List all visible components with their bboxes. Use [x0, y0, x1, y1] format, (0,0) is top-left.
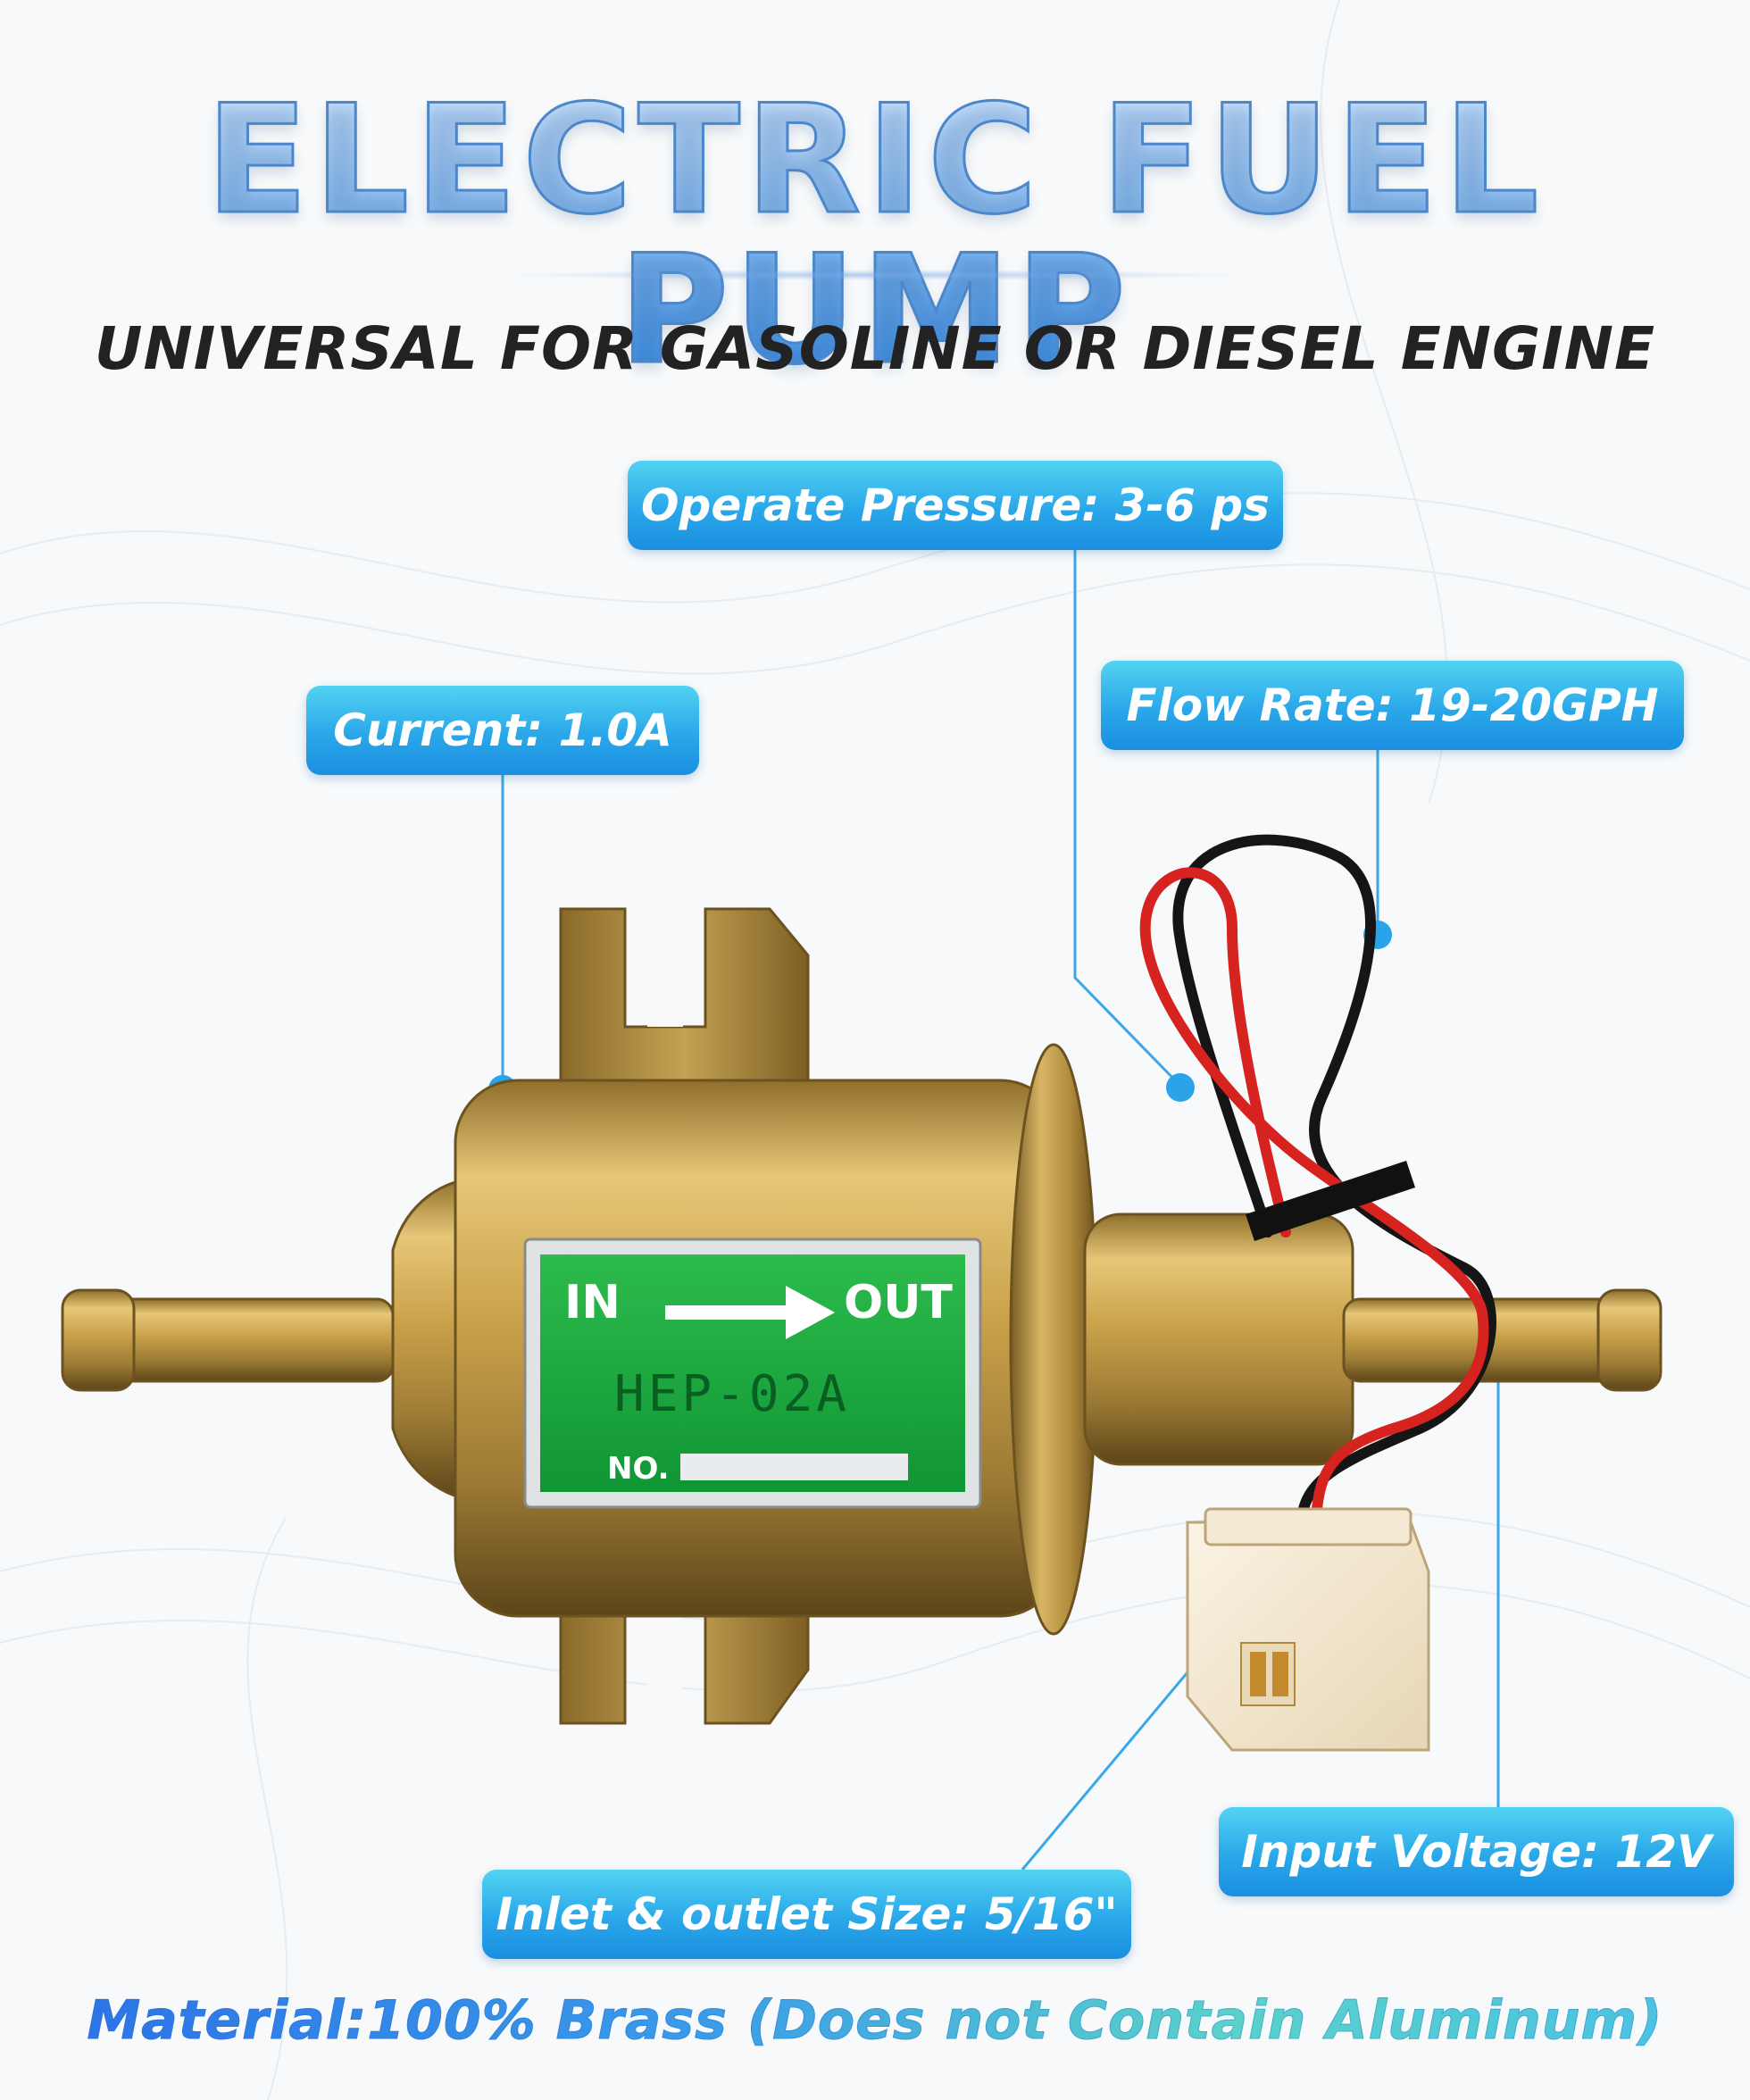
title-underline: [500, 270, 1250, 280]
label-model: HEP-02A: [614, 1365, 850, 1423]
callout-input-voltage: Input Voltage: 12V: [1219, 1807, 1734, 1896]
black-wire: [1172, 834, 1496, 1514]
page-title: ELECTRIC FUEL PUMP: [0, 84, 1750, 387]
callout-flow-rate: Flow Rate: 19-20GPH: [1101, 661, 1684, 750]
red-wire: [1139, 867, 1489, 1514]
label-out: OUT: [844, 1276, 953, 1329]
connector-inlet: [1021, 1671, 1189, 1871]
callout-inlet-outlet-size: Inlet & outlet Size: 5/16": [482, 1870, 1131, 1959]
callout-current: Current: 1.0A: [306, 686, 699, 775]
label-arrow: [665, 1286, 835, 1339]
label-no: NO.: [607, 1451, 670, 1487]
connector-pressure: [1073, 550, 1182, 1088]
callout-operate-pressure: Operate Pressure: 3-6 ps: [628, 461, 1283, 550]
serial-strip: [680, 1454, 908, 1480]
page-subtitle: UNIVERSAL FOR GASOLINE OR DIESEL ENGINE: [94, 314, 1656, 383]
green-label: [540, 1254, 965, 1492]
label-in: IN: [564, 1276, 621, 1329]
wire-plug: [1186, 1521, 1430, 1752]
pump-collar: [1083, 1212, 1354, 1466]
dot-pressure: [1166, 1073, 1195, 1102]
zip-tie: [1246, 1161, 1415, 1241]
material-note: Material:100% Brass (Does not Contain Al…: [0, 1989, 1750, 2053]
